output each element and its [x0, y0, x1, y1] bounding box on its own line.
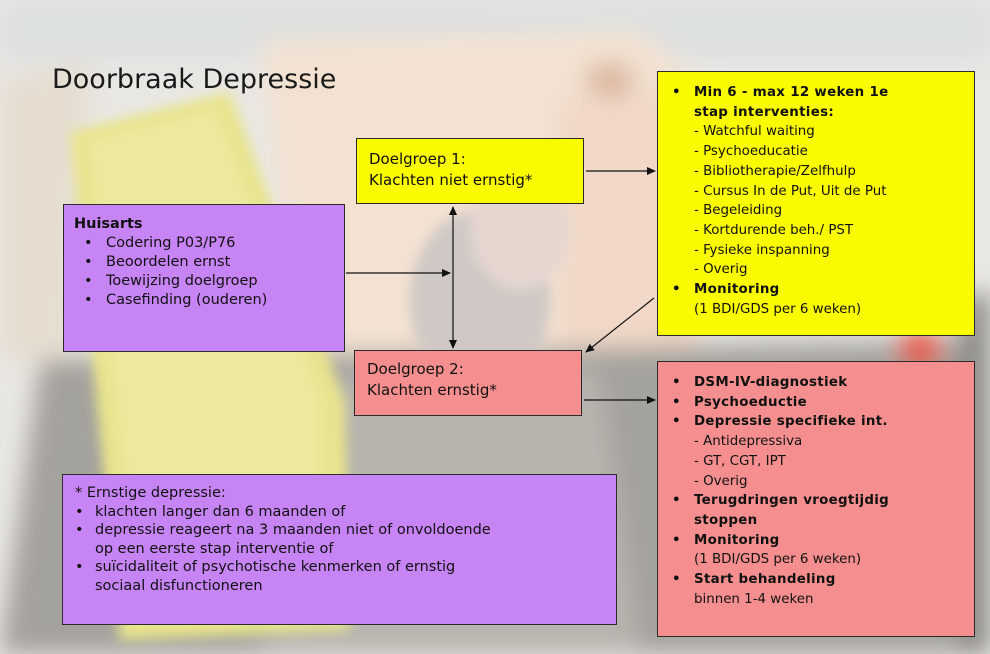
eerste-stap-item: - Psychoeducatie	[694, 144, 808, 160]
doelgroep-1-description: Klachten niet ernstig*	[369, 171, 533, 189]
specialistisch-sub-item: - GT, CGT, IPT	[694, 453, 786, 469]
specialistisch-monitoring-heading: Monitoring	[662, 531, 974, 551]
specialistisch-start-heading: Start behandeling	[662, 570, 974, 590]
specialistisch-start-text: binnen 1-4 weken	[694, 591, 814, 607]
terugdringen-line2: stoppen	[694, 512, 758, 528]
doelgroep-2-label: Doelgroep 2:	[367, 360, 464, 378]
huisarts-heading: Huisarts	[74, 216, 143, 232]
eerste-stap-box: Min 6 - max 12 weken 1e stap interventie…	[657, 71, 975, 336]
specialistisch-item: DSM-IV-diagnostiek	[662, 373, 974, 393]
eerste-stap-monitoring-heading: Monitoring	[662, 280, 974, 300]
page-title: Doorbraak Depressie	[52, 64, 337, 95]
note-item: suïcidaliteit of psychotische kenmerken …	[75, 558, 616, 595]
ernstige-depressie-note: * Ernstige depressie: klachten langer da…	[62, 474, 617, 625]
huisarts-box: Huisarts Codering P03/P76 Beoordelen ern…	[63, 204, 345, 352]
specialistisch-item: Depressie specifieke int.	[662, 412, 974, 432]
huisarts-item: Codering P03/P76	[74, 234, 344, 253]
doelgroep-2-box: Doelgroep 2: Klachten ernstig*	[354, 350, 582, 416]
eerste-stap-item: - Begeleiding	[694, 203, 783, 219]
specialistisch-item: Psychoeductie	[662, 393, 974, 413]
specialistisch-monitoring-text: (1 BDI/GDS per 6 weken)	[694, 552, 862, 568]
huisarts-item: Casefinding (ouderen)	[74, 291, 344, 310]
specialistisch-sub-item: - Antidepressiva	[694, 434, 803, 450]
huisarts-item: Toewijzing doelgroep	[74, 272, 344, 291]
eerste-stap-item: - Cursus In de Put, Uit de Put	[694, 183, 887, 199]
eerste-stap-item: - Bibliotherapie/Zelfhulp	[694, 163, 856, 179]
eerste-stap-heading: Min 6 - max 12 weken 1e stap interventie…	[662, 83, 974, 122]
eerste-stap-heading-line2: stap interventies:	[694, 104, 835, 120]
arrow-eerste-stap-to-dg2	[585, 297, 655, 353]
note-item-line: sociaal disfunctioneren	[95, 577, 263, 594]
eerste-stap-heading-line1: Min 6 - max 12 weken 1e	[694, 85, 889, 100]
eerste-stap-item: - Kortdurende beh./ PST	[694, 222, 854, 238]
specialistisch-sub-item: - Overig	[694, 473, 748, 489]
eerste-stap-item: - Fysieke inspanning	[694, 242, 830, 258]
note-heading: * Ernstige depressie:	[75, 485, 226, 501]
eerste-stap-monitoring-text: (1 BDI/GDS per 6 weken)	[694, 301, 862, 317]
eerste-stap-item: - Overig	[694, 262, 748, 278]
note-item: depressie reageert na 3 maanden niet of …	[75, 521, 616, 558]
note-item-line: suïcidaliteit of psychotische kenmerken …	[95, 559, 456, 575]
eerste-stap-item: - Watchful waiting	[694, 124, 815, 140]
note-item-line: op een eerste stap interventie of	[95, 540, 334, 557]
terugdringen-line1: Terugdringen vroegtijdig	[694, 493, 890, 509]
specialistisch-box: DSM-IV-diagnostiek Psychoeductie Depress…	[657, 361, 975, 637]
doelgroep-2-description: Klachten ernstig*	[367, 381, 497, 399]
doelgroep-1-label: Doelgroep 1:	[369, 150, 466, 168]
note-item: klachten langer dan 6 maanden of	[75, 503, 616, 522]
doelgroep-1-box: Doelgroep 1: Klachten niet ernstig*	[356, 138, 584, 204]
note-item-line: depressie reageert na 3 maanden niet of …	[95, 522, 491, 538]
specialistisch-item-terugdringen: Terugdringen vroegtijdig stoppen	[662, 491, 974, 530]
huisarts-item: Beoordelen ernst	[74, 253, 344, 272]
